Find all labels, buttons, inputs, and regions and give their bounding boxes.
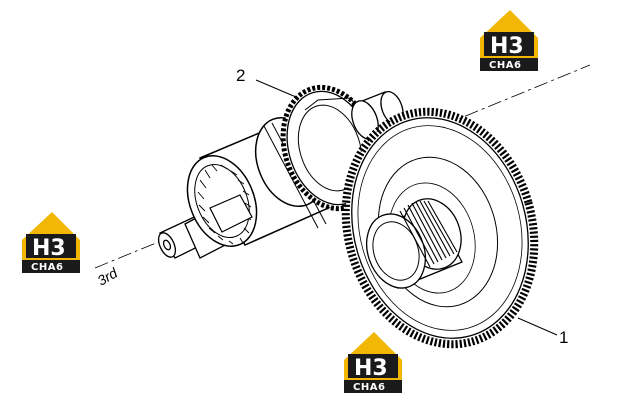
gear-label-3rd: 3rd (95, 264, 122, 289)
watermark-h3-text: H3 (490, 34, 524, 59)
watermark-h3-text: H3 (32, 236, 66, 261)
watermark-sub-text: CHA6 (489, 60, 521, 71)
watermark-h3-text: H3 (354, 356, 388, 381)
watermark-sub-text: CHA6 (353, 382, 385, 393)
splined-hub (366, 198, 463, 289)
leader-part-1 (517, 317, 558, 336)
watermark-sub-text: CHA6 (31, 262, 63, 273)
centerline (94, 64, 591, 269)
watermark-logo-top-right: H3 CHA6 (480, 10, 538, 71)
leader-part-2 (255, 79, 297, 98)
sleeve-collar (186, 116, 337, 247)
watermark-logo-bottom: H3 CHA6 (344, 332, 402, 393)
callout-part-2: 2 (236, 66, 245, 85)
callout-part-1: 1 (559, 328, 568, 347)
watermark-logo-left: H3 CHA6 (22, 212, 80, 273)
callout-leaders (255, 79, 558, 336)
